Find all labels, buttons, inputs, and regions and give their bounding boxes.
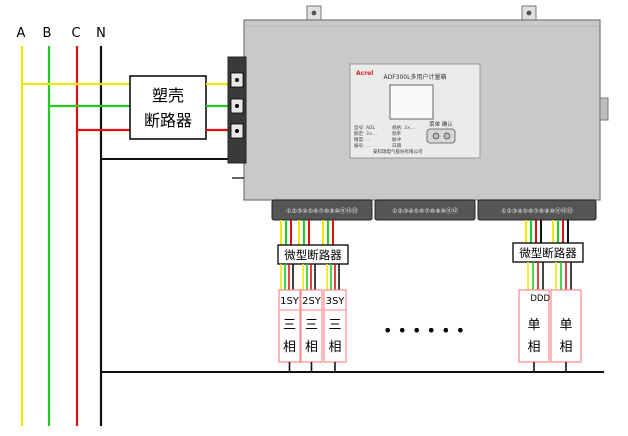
load-1-line2: 相: [283, 340, 296, 355]
three-phase-load-1: 1SY 三 相: [278, 289, 301, 372]
single-phase-load-1: DDDDDD 单 相: [518, 289, 570, 372]
input-screw-b: [235, 104, 239, 108]
more-loads-ellipsis: • • • • • •: [383, 321, 465, 340]
single-phase-load-2: 单 相: [550, 289, 582, 372]
input-screw-c: [235, 129, 239, 133]
three-phase-load-2: 2SY 三 相: [300, 289, 323, 372]
info-row-2-right: 频率: [392, 130, 401, 137]
mount-hole-top-right: [526, 10, 532, 16]
terminal-block-middle: [374, 199, 476, 221]
neutral-label: N: [96, 26, 106, 41]
mccb-box: [129, 75, 207, 140]
load-3-line1: 三: [328, 318, 341, 333]
manufacturer-label: 安科瑞电气股份有限公司: [373, 148, 423, 155]
info-row-1-left: 型号: ADL: [354, 124, 375, 131]
info-row-1-right: 规格: 3×...: [392, 124, 415, 131]
info-row-3-left: 精度: ...: [354, 136, 370, 143]
single-load-1-line2: 相: [527, 340, 540, 355]
load-1-id: 1SY: [280, 296, 300, 307]
meter-lcd-display: [389, 84, 434, 120]
mount-hole-top-left: [311, 10, 317, 16]
meter-keypad[interactable]: [426, 128, 456, 144]
menu-confirm-label: 菜单 确认: [429, 120, 453, 128]
load-2-line2: 相: [305, 340, 318, 355]
input-screw-a: [235, 78, 239, 82]
single-load-2-line1: 单: [559, 318, 572, 333]
three-phase-load-3: 3SY 三 相: [323, 289, 347, 372]
phase-a-label: A: [17, 26, 26, 41]
mccb-label-line2: 断路器: [144, 111, 192, 130]
side-latch: [599, 97, 609, 121]
meter-brand-logo: Acrel: [356, 70, 373, 77]
mcb-left: [277, 244, 349, 265]
mcb-right: [512, 242, 584, 263]
single-load-1-line1: 单: [527, 318, 540, 333]
meter-enclosure: Acrel ADF300L多用户计量箱 型号: ADL 规格: 3×... 额定…: [227, 5, 609, 221]
menu-button[interactable]: [432, 132, 440, 140]
load-1-line1: 三: [283, 318, 296, 333]
confirm-button[interactable]: [443, 132, 451, 140]
load-2-line1: 三: [305, 318, 318, 333]
info-row-2-left: 额定: 3×...: [354, 130, 377, 137]
load-3-line2: 相: [328, 340, 341, 355]
meter-model-label: ADF300L多用户计量箱: [384, 73, 447, 81]
single-load-ids: DDDDDD: [530, 294, 570, 304]
info-row-4-right: 日期: [392, 143, 401, 149]
phase-c-label: C: [71, 26, 80, 41]
mcb-left-outputs: [280, 264, 340, 290]
single-load-2-box: [550, 289, 582, 363]
mcb-right-label: 微型断路器: [519, 246, 577, 260]
terminal-numbers-middle: ①②③④⑤⑥⑦⑧⑨⑩⑪⑫: [392, 207, 458, 215]
info-row-4-left: 编号: ...: [354, 142, 370, 149]
info-row-3-right: 脉冲: [392, 136, 401, 143]
load-3-id: 3SY: [326, 296, 346, 307]
single-load-2-line2: 相: [559, 340, 572, 355]
terminal-numbers-left: ①②③④⑤⑥⑦⑧⑨⑩⑪⑫⑬: [286, 207, 358, 215]
load-2-id: 2SY: [302, 296, 322, 307]
mccb-label-line1: 塑壳: [152, 86, 184, 105]
phase-b-label: B: [43, 26, 52, 41]
mcb-right-outputs: [527, 262, 572, 290]
mcb-left-label: 微型断路器: [284, 248, 342, 262]
terminal-numbers-right: ①②③④⑤⑥⑦⑧⑨⑩⑪⑫⑬: [501, 207, 573, 215]
